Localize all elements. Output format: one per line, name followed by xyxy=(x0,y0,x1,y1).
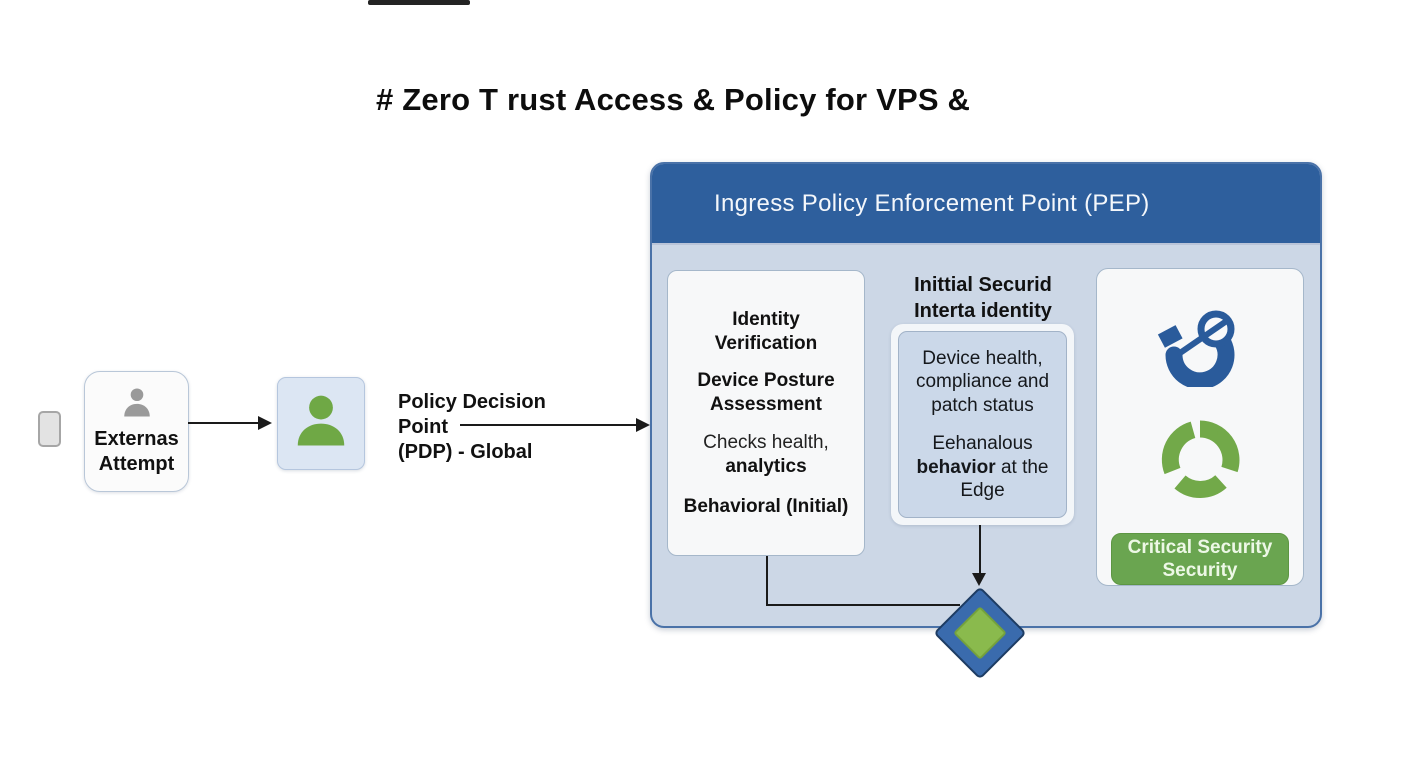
pdp-label: Policy Decision Point (PDP) - Global xyxy=(398,391,546,463)
external-attempt-label: Externas Attempt xyxy=(94,428,179,475)
device-placeholder-shape xyxy=(38,411,61,447)
top-edge-mark xyxy=(368,0,470,5)
security-summary-card: Critical Security Security xyxy=(1096,268,1304,586)
device-health-text: Device health, compliance and patch stat… xyxy=(915,347,1050,416)
security-key-icon xyxy=(1152,303,1248,392)
arrow-head-2 xyxy=(636,418,650,432)
pep-header: Ingress Policy Enforcement Point (PEP) xyxy=(652,164,1320,245)
arrow-head-down xyxy=(972,573,986,586)
connector-elbow-horizontal xyxy=(766,604,960,606)
identity-card-line: Device Posture Assessment xyxy=(697,369,835,415)
connector-elbow-vertical xyxy=(766,556,768,606)
donut-chart-icon xyxy=(1160,420,1240,505)
page-title: # Zero T rust Access & Policy for VPS & xyxy=(376,82,971,117)
arrow-head-1 xyxy=(258,416,272,430)
connector-middle-vertical xyxy=(979,525,981,575)
identity-card-line: analytics xyxy=(725,455,807,477)
pep-header-title: Ingress Policy Enforcement Point (PEP) xyxy=(714,189,1150,217)
behavior-text: Eehanalous behavior at the Edge xyxy=(916,433,1049,501)
critical-security-button: Critical Security Security xyxy=(1111,533,1289,585)
arrow-line-2 xyxy=(460,424,638,426)
arrow-line-1 xyxy=(188,422,260,424)
external-attempt-node: Externas Attempt xyxy=(84,371,189,492)
identity-verification-card: Identity Verification Device Posture Ass… xyxy=(667,270,865,556)
identity-card-line: Behavioral (Initial) xyxy=(683,495,849,517)
initial-security-heading: Inittial Securid Interta identity xyxy=(914,274,1052,322)
user-icon xyxy=(119,386,155,425)
device-health-card: Device health, compliance and patch stat… xyxy=(891,324,1074,525)
identity-card-line: Identity Verification xyxy=(714,308,818,354)
user-icon xyxy=(290,391,352,456)
verified-user-node xyxy=(277,377,365,470)
identity-card-line: Checks health, xyxy=(703,431,829,453)
